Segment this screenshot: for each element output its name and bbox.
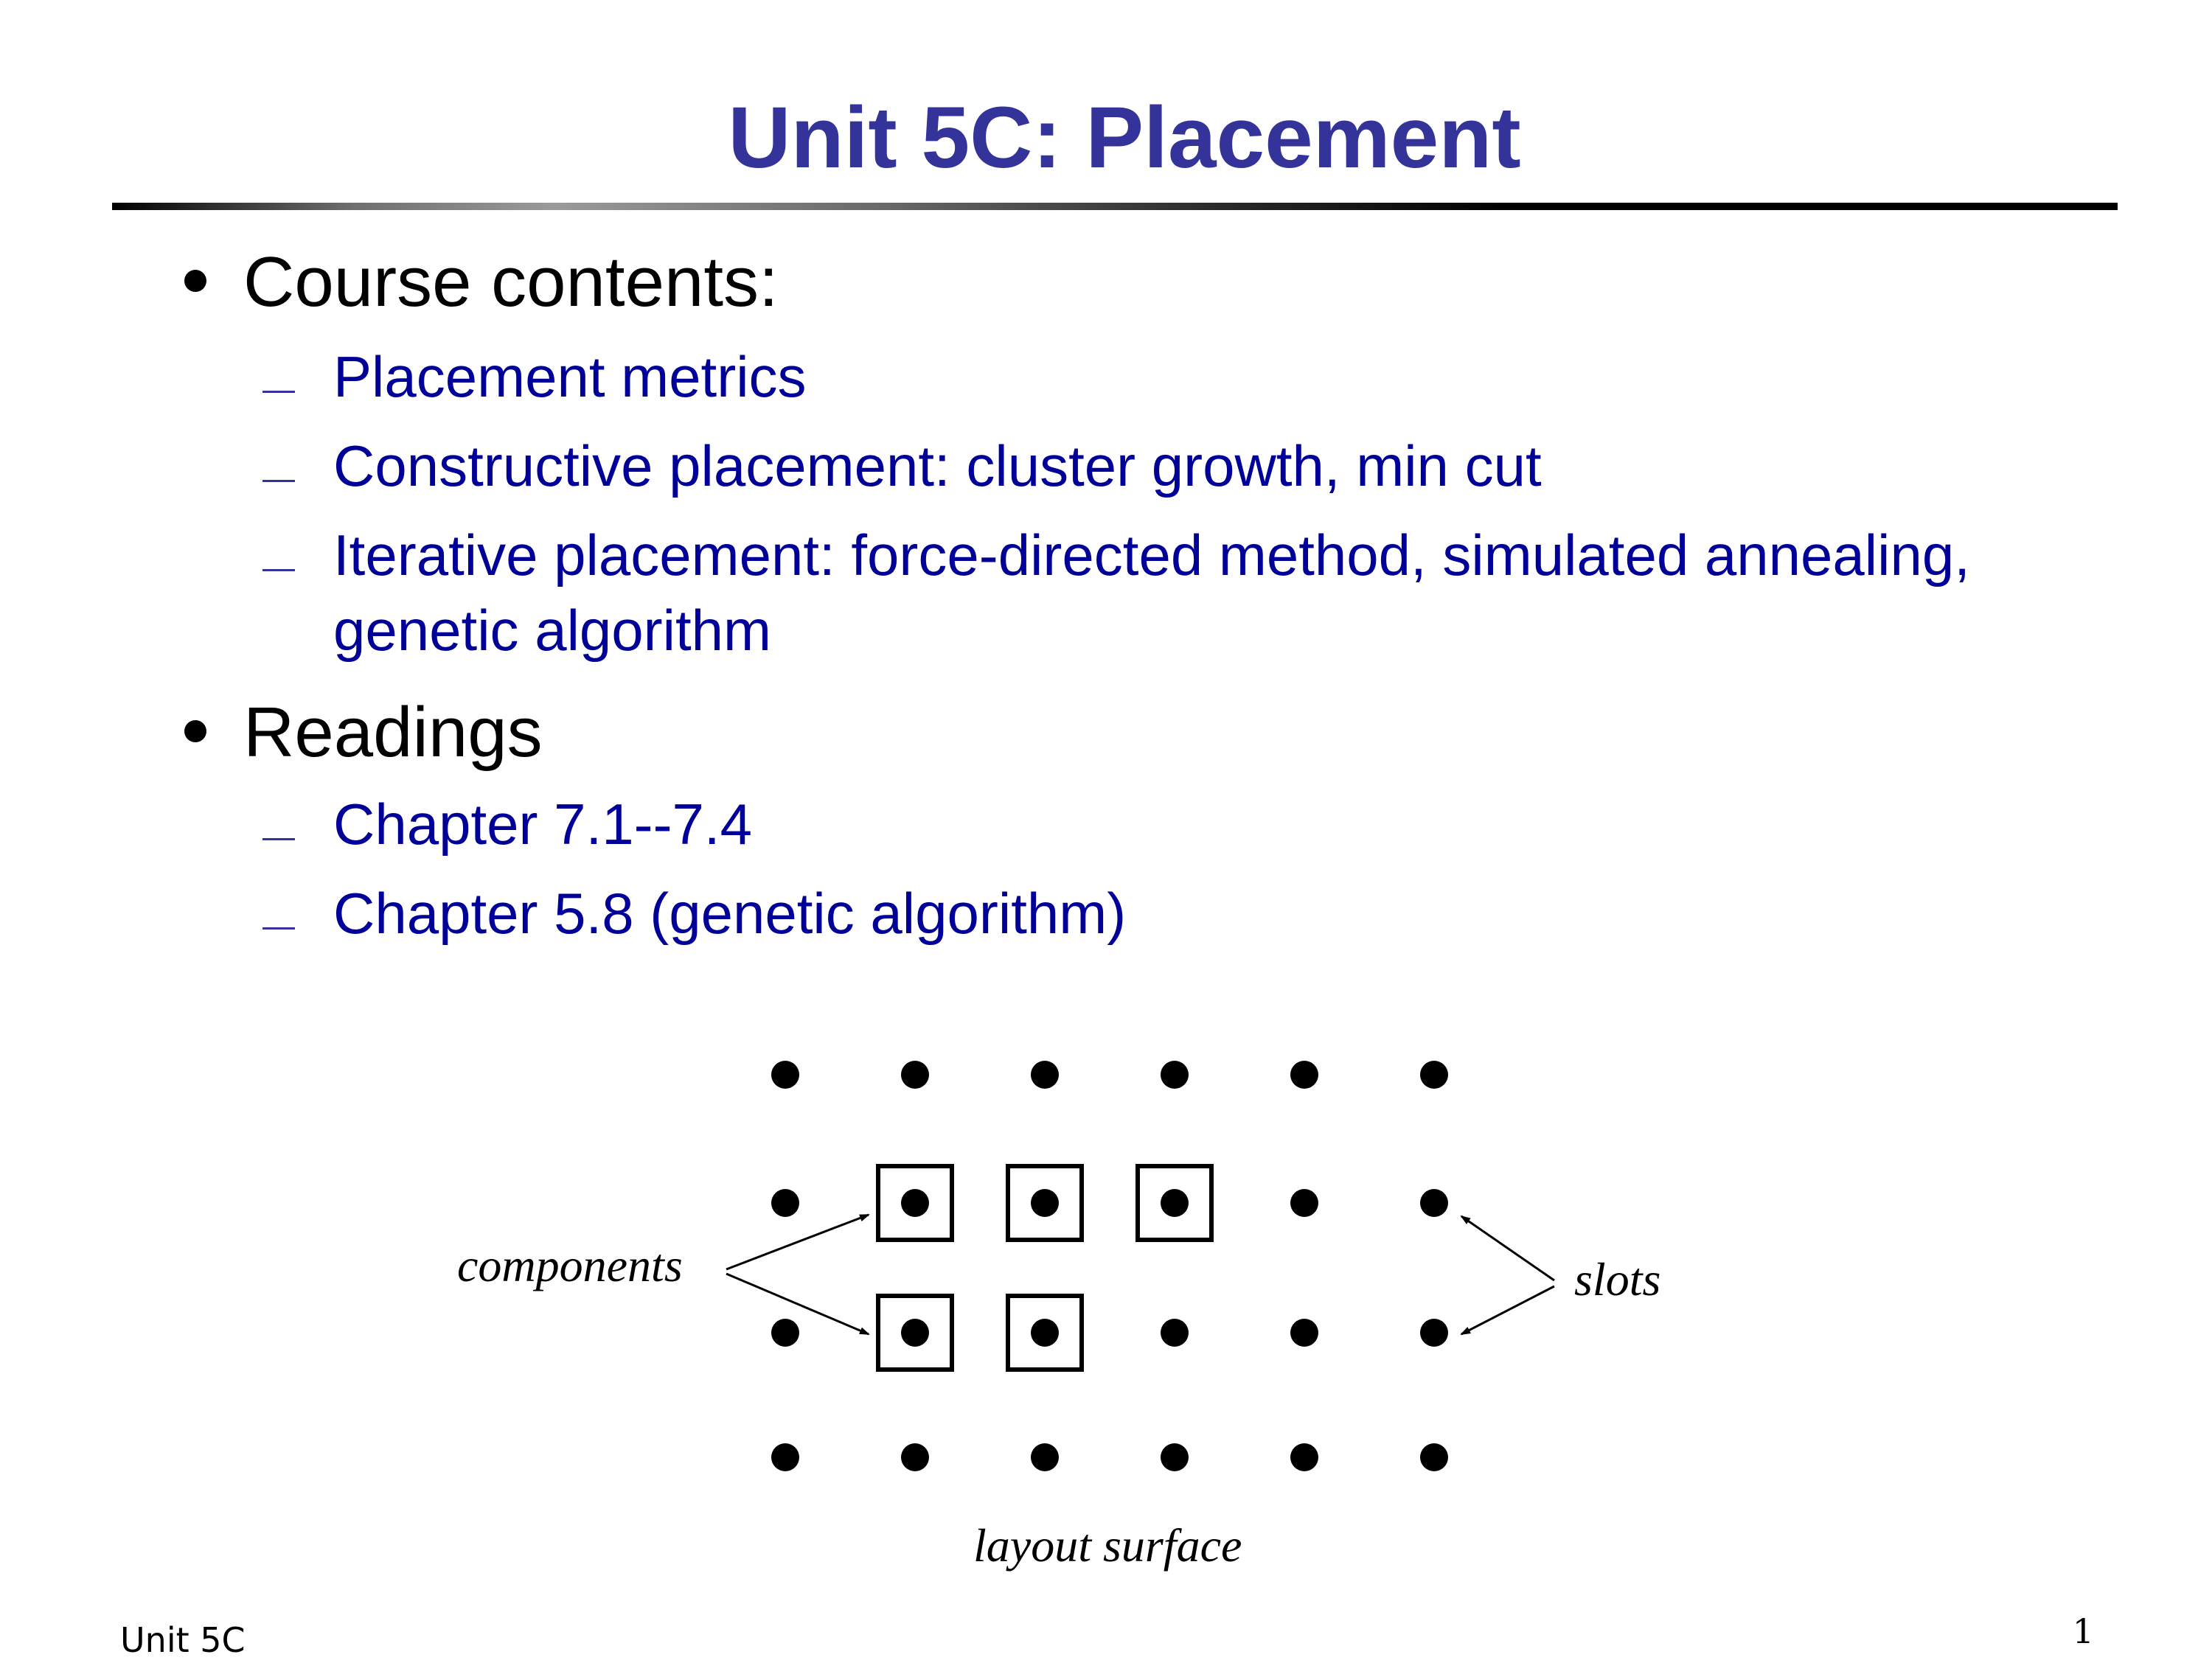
component-box: [1006, 1164, 1084, 1242]
slot-dot: [1031, 1189, 1059, 1217]
sub-item-constructive-placement: Constructive placement: cluster growth, …: [333, 433, 1542, 498]
sub-item-placement-metrics: Placement metrics: [333, 344, 807, 409]
slot-dot: [771, 1189, 799, 1217]
sub-bullet-dash: [262, 391, 295, 393]
slot-dot: [901, 1443, 929, 1471]
slot-dot: [901, 1319, 929, 1347]
slot-dot: [1290, 1189, 1318, 1217]
slots-arrow-upper: [1460, 1215, 1555, 1282]
slot-dot: [1031, 1319, 1059, 1347]
sub-bullet-dash: [262, 838, 295, 840]
sub-item-iterative-placement-continued: genetic algorithm: [333, 598, 771, 663]
slot-dot: [901, 1189, 929, 1217]
sub-bullet-dash: [262, 927, 295, 930]
page-number: 1: [2072, 1611, 2094, 1651]
sub-bullet-dash: [262, 569, 295, 571]
slot-dot: [1290, 1061, 1318, 1089]
sub-bullet-dash: [262, 480, 295, 482]
bullet-readings: Readings: [243, 693, 543, 772]
footer-unit-label: Unit 5C: [120, 1620, 246, 1660]
layout-surface-label: layout surface: [973, 1519, 1242, 1572]
bullet-marker: [184, 720, 206, 742]
slot-dot: [1161, 1061, 1189, 1089]
slot-dot: [1031, 1061, 1059, 1089]
component-box: [876, 1164, 954, 1242]
slot-dot: [771, 1319, 799, 1347]
bullet-course-contents: Course contents:: [243, 243, 779, 321]
slot-dot: [1290, 1319, 1318, 1347]
slot-dot: [1161, 1189, 1189, 1217]
slot-dot: [1290, 1443, 1318, 1471]
title-divider: [112, 203, 2118, 210]
slots-arrow-lower: [1460, 1285, 1555, 1336]
slot-dot: [771, 1443, 799, 1471]
components-arrow-lower: [726, 1272, 870, 1336]
slot-dot: [1031, 1443, 1059, 1471]
component-box: [1135, 1164, 1214, 1242]
slots-label: slots: [1574, 1253, 1660, 1305]
slot-dot: [1420, 1189, 1448, 1217]
slot-dot: [1420, 1061, 1448, 1089]
component-box: [876, 1294, 954, 1372]
slide-title: Unit 5C: Placement: [728, 89, 1521, 186]
components-arrow-upper: [726, 1213, 870, 1271]
slot-grid: [771, 1061, 1448, 1471]
slot-dot: [901, 1061, 929, 1089]
slot-dot: [771, 1061, 799, 1089]
sub-item-iterative-placement: Iterative placement: force-directed meth…: [333, 523, 1970, 587]
component-box: [1006, 1294, 1084, 1372]
slot-dot: [1161, 1443, 1189, 1471]
bullet-marker: [184, 270, 206, 292]
slot-dot: [1420, 1319, 1448, 1347]
slot-dot: [1420, 1443, 1448, 1471]
components-label: components: [457, 1239, 683, 1291]
sub-item-chapter-7: Chapter 7.1--7.4: [333, 792, 752, 857]
slot-dot: [1161, 1319, 1189, 1347]
sub-item-chapter-5-8: Chapter 5.8 (genetic algorithm): [333, 881, 1127, 946]
